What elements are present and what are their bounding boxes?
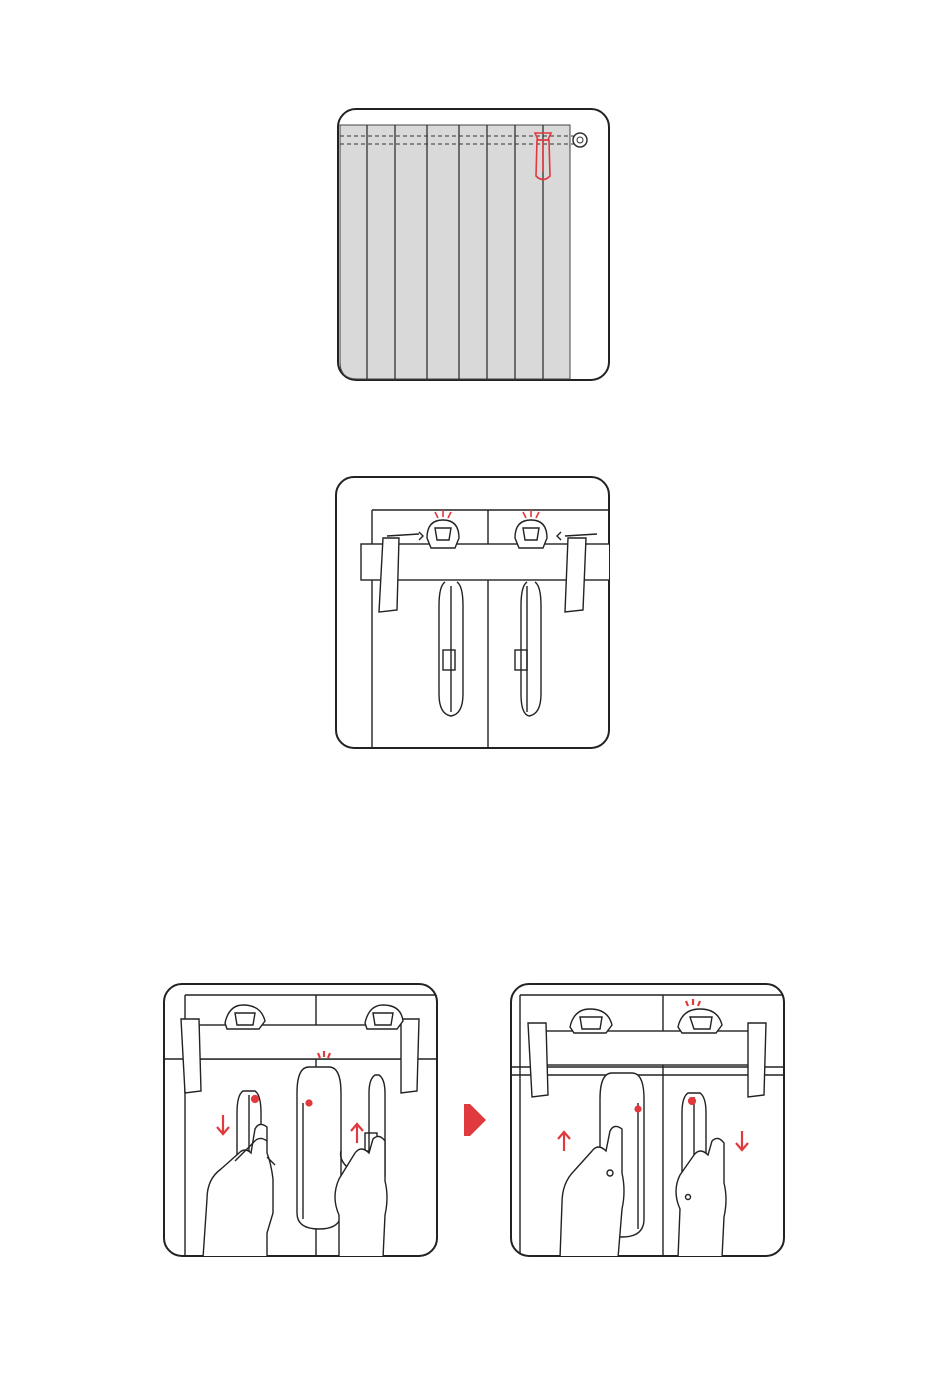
curtain-rail-icon	[335, 476, 611, 750]
step-arrow	[462, 1102, 488, 1138]
pairing-step-2-panel	[510, 983, 786, 1258]
two-motors-panel	[335, 476, 611, 750]
curtain-ring-icon	[573, 133, 587, 147]
curtain-icon	[337, 108, 611, 382]
pairing-step-1-panel	[163, 983, 439, 1258]
triangle-right-icon	[462, 1102, 488, 1138]
curtain-overview-panel	[337, 108, 611, 382]
